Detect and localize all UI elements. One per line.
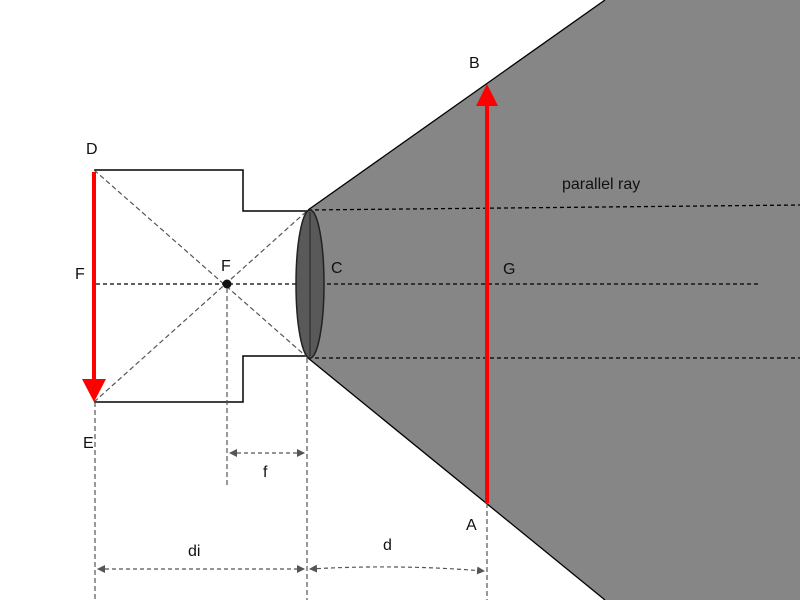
label-f-dimension: f xyxy=(263,464,268,481)
light-beam xyxy=(308,0,800,600)
parallel-ray-upper xyxy=(307,204,800,211)
dimension-d xyxy=(309,564,485,575)
label-g: G xyxy=(503,261,515,278)
ray-e-to-lens-top xyxy=(93,209,309,403)
camera-body-outline xyxy=(94,169,308,212)
label-di: di xyxy=(188,543,200,560)
beam-upper-edge xyxy=(307,0,606,211)
label-a: A xyxy=(466,517,477,534)
label-f-image-midpoint: F xyxy=(75,266,85,283)
label-d-dimension: d xyxy=(383,537,392,554)
label-c: C xyxy=(331,260,343,277)
focal-point-dot xyxy=(222,279,232,289)
label-b: B xyxy=(469,55,480,72)
label-f-focal-point: F xyxy=(221,258,231,275)
camera-body-outline-lower xyxy=(94,355,308,403)
label-d: D xyxy=(86,141,98,158)
image-arrow-head xyxy=(82,379,106,402)
label-parallel-ray: parallel ray xyxy=(562,176,640,193)
beam-lower-edge xyxy=(307,357,606,600)
object-arrow-head xyxy=(476,84,498,106)
label-e: E xyxy=(83,435,94,452)
ray-d-to-lens-bottom xyxy=(93,169,309,359)
